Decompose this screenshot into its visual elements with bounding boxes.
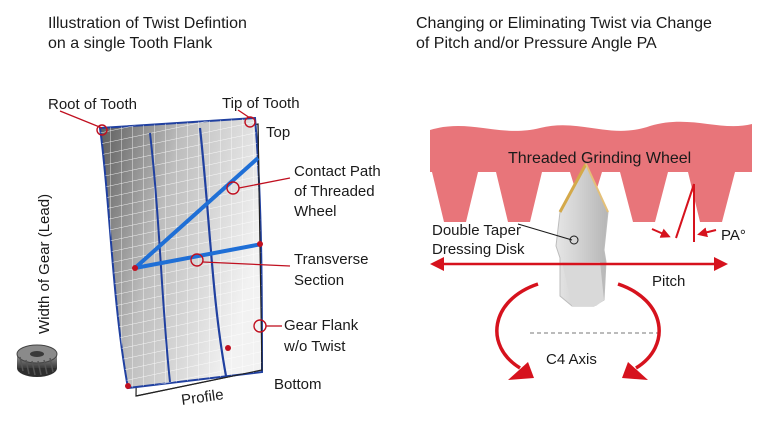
contact-path-line — [133, 156, 260, 270]
pitch-arrow-icon — [430, 257, 728, 271]
pitch-label: Pitch — [652, 273, 685, 290]
grinding-wheel-label: Threaded Grinding Wheel — [508, 150, 691, 167]
contact-path-label-2: of Threaded — [294, 183, 375, 200]
right-title-line2: of Pitch and/or Pressure Angle PA — [416, 35, 657, 52]
top-label: Top — [266, 124, 290, 141]
contact-path-label-1: Contact Path — [294, 163, 381, 180]
right-title-line1: Changing or Eliminating Twist via Change — [416, 15, 712, 32]
threaded-grinding-wheel — [430, 121, 752, 222]
gear-flank-label-1: Gear Flank — [284, 317, 359, 334]
rotation-arrow-icon — [495, 282, 661, 370]
gear-flank-label-2: w/o Twist — [283, 338, 346, 355]
bottom-label: Bottom — [274, 376, 322, 393]
transverse-marker — [190, 253, 204, 267]
root-of-tooth-label: Root of Tooth — [48, 96, 137, 113]
right-title: Changing or Eliminating Twist via Change… — [416, 14, 712, 54]
transverse-section-line — [134, 242, 263, 270]
contact-path-label-3: Wheel — [294, 203, 337, 220]
pressure-angle-indicator — [651, 183, 717, 242]
tooth-flank-illustration — [59, 109, 291, 397]
tip-of-tooth-label: Tip of Tooth — [222, 95, 300, 112]
c4-axis-label: C4 Axis — [546, 351, 597, 368]
root-marker — [96, 124, 108, 136]
dressing-disk-label-2: Dressing Disk — [432, 241, 525, 258]
tip-marker — [244, 116, 256, 128]
left-title-line1: Illustration of Twist Defintion — [48, 15, 247, 32]
transverse-label-2: Section — [294, 272, 344, 289]
pa-label: PA° — [721, 227, 746, 244]
transverse-label-1: Transverse — [294, 251, 368, 268]
left-title: Illustration of Twist Defintion on a sin… — [48, 14, 247, 54]
dressing-disk-label-1: Double Taper — [432, 222, 521, 239]
width-of-gear-label: Width of Gear (Lead) — [36, 194, 53, 334]
profile-label: Profile — [180, 386, 224, 409]
left-title-line2: on a single Tooth Flank — [48, 35, 213, 52]
gear-thumbnail-icon — [16, 344, 58, 377]
dressing-disk — [555, 162, 609, 307]
